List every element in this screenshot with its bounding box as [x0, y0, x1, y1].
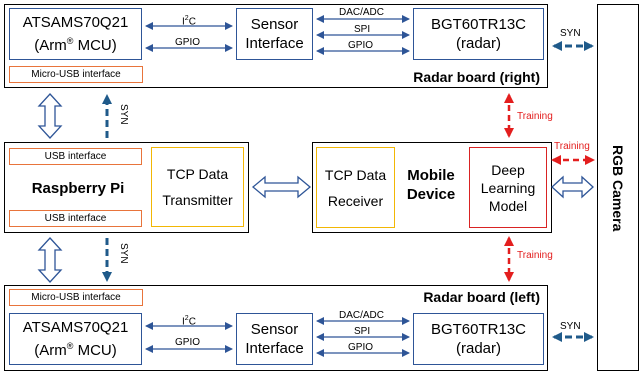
- deep-learning-model-box: Deep Learning Model: [469, 147, 547, 228]
- sensor-label-1: Sensor: [250, 16, 299, 33]
- mcu-arch: (Arm® MCU): [34, 341, 117, 359]
- mobile-device-title: Mobile Device: [406, 167, 456, 203]
- mcu-box-right: ATSAMS70Q21 (Arm® MCU): [9, 8, 142, 60]
- usb-interface-top: USB interface: [9, 148, 142, 165]
- training-label-camera: Training: [554, 141, 590, 152]
- micro-usb-left: Micro-USB interface: [9, 289, 143, 306]
- gpio-label-right: GPIO: [175, 37, 201, 48]
- micro-usb-right: Micro-USB interface: [9, 66, 143, 83]
- gpio2-label-right: GPIO: [348, 40, 374, 51]
- gpio-label-left: GPIO: [175, 337, 201, 348]
- radar-chip-name: BGT60TR13C: [430, 321, 527, 338]
- dac-label-right: DAC/ADC: [339, 7, 385, 18]
- training-label-top: Training: [517, 111, 553, 122]
- sensor-interface-right: Sensor Interface: [236, 8, 313, 60]
- training-label-bottom: Training: [517, 250, 553, 261]
- bus-lines-right: [145, 15, 410, 55]
- raspberry-pi-title: Raspberry Pi: [31, 180, 125, 197]
- sensor-label-2: Interface: [245, 340, 304, 357]
- radar-board-right-title: Radar board (right): [413, 69, 540, 85]
- mcu-name: ATSAMS70Q21: [22, 319, 129, 336]
- radar-chip-label: (radar): [455, 340, 501, 357]
- gpio2-label-left: GPIO: [348, 342, 374, 353]
- sensor-label-2: Interface: [245, 35, 304, 52]
- sensor-label-1: Sensor: [250, 321, 299, 338]
- usb-cable-arrows: [37, 93, 594, 283]
- spi-label-left: SPI: [354, 326, 371, 337]
- dac-label-left: DAC/ADC: [339, 310, 385, 321]
- mcu-name: ATSAMS70Q21: [22, 14, 129, 31]
- mcu-arch: (Arm® MCU): [34, 36, 117, 54]
- radar-chip-name: BGT60TR13C: [430, 16, 527, 33]
- syn-label-top: SYN: [118, 104, 129, 125]
- spi-label-right: SPI: [354, 24, 371, 35]
- tcp-receiver-box: TCP Data Receiver: [316, 147, 395, 228]
- sensor-interface-left: Sensor Interface: [236, 313, 313, 365]
- radar-chip-left: BGT60TR13C (radar): [413, 313, 544, 365]
- radar-board-left-title: Radar board (left): [423, 289, 540, 305]
- syn-label-camera-left: SYN: [560, 321, 581, 332]
- training-arrows: [504, 93, 595, 282]
- i2c-label-right: I2C: [182, 15, 196, 28]
- syn-label-camera-right: SYN: [560, 28, 581, 39]
- rgb-camera-title: RGB Camera: [610, 144, 626, 232]
- i2c-label-left: I2C: [182, 315, 196, 328]
- bus-lines-left: [145, 317, 410, 357]
- syn-label-bottom: SYN: [118, 243, 129, 264]
- radar-chip-label: (radar): [455, 35, 501, 52]
- mcu-box-left: ATSAMS70Q21 (Arm® MCU): [9, 313, 142, 365]
- rgb-camera: [597, 4, 639, 371]
- usb-interface-bottom: USB interface: [9, 210, 142, 227]
- syn-arrows: [102, 41, 594, 342]
- tcp-transmitter-box: TCP Data Transmitter: [151, 147, 244, 227]
- radar-chip-right: BGT60TR13C (radar): [413, 8, 544, 60]
